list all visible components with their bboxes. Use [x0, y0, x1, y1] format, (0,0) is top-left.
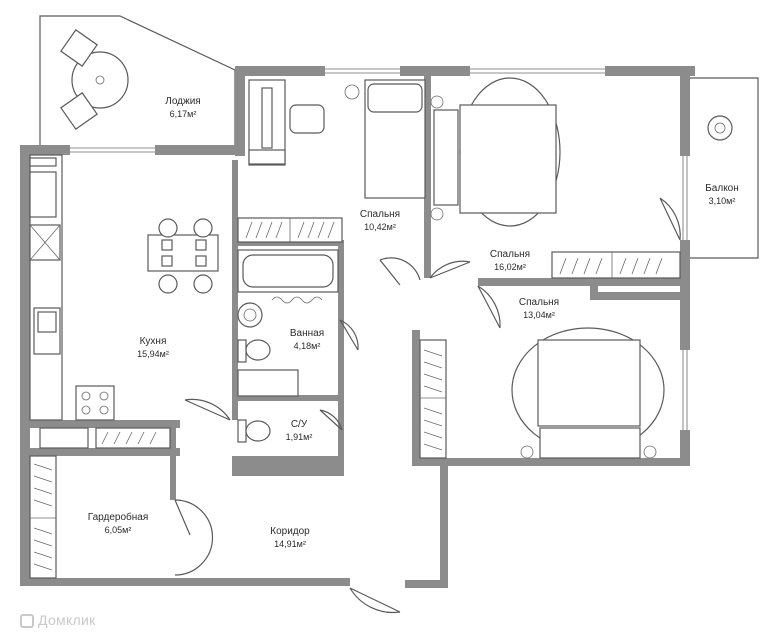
label-corridor: Коридор 14,91м²	[270, 526, 310, 549]
label-bedroom-master: Спальня 16,02м²	[490, 249, 530, 272]
label-kitchen: Кухня 15,94м²	[137, 336, 169, 359]
kitchen-counter	[29, 154, 115, 421]
svg-text:1,91м²: 1,91м²	[286, 432, 313, 442]
walls	[20, 66, 695, 588]
washing-machine	[237, 369, 299, 397]
domclick-logo-icon	[20, 614, 34, 628]
svg-text:16,02м²: 16,02м²	[494, 262, 526, 272]
third-bedroom-bed	[511, 327, 665, 459]
bathtub	[237, 249, 339, 304]
svg-text:Спальня: Спальня	[490, 249, 530, 260]
watermark-text: Домклик	[38, 612, 96, 628]
svg-text:13,04м²: 13,04м²	[523, 310, 555, 320]
label-balcony: Балкон 3,10м²	[705, 183, 739, 206]
svg-text:10,42м²: 10,42м²	[364, 222, 396, 232]
loggia-outline	[39, 15, 236, 145]
closet-small-bedroom	[237, 217, 343, 243]
svg-text:Лоджия: Лоджия	[165, 96, 200, 107]
label-bedroom-small: Спальня 10,42м²	[360, 209, 400, 232]
balcony-outline	[690, 77, 759, 259]
label-bathroom: Ванная 4,18м²	[290, 328, 324, 351]
svg-text:Балкон: Балкон	[705, 183, 739, 194]
closet-wardrobe	[29, 455, 57, 579]
svg-text:Коридор: Коридор	[270, 526, 310, 537]
loggia-table	[60, 29, 129, 130]
closet-master-bedroom	[551, 251, 681, 279]
small-bedroom-furniture	[248, 79, 426, 199]
label-wardrobe: Гардеробная 6,05м²	[88, 511, 149, 535]
svg-text:3,10м²: 3,10м²	[709, 196, 736, 206]
svg-text:Спальня: Спальня	[519, 297, 559, 308]
svg-text:Спальня: Спальня	[360, 209, 400, 220]
closet-third-bedroom	[419, 339, 447, 459]
svg-text:Кухня: Кухня	[140, 336, 167, 347]
wc-toilet	[237, 419, 271, 443]
doors	[174, 197, 681, 614]
closet-kitchen-hall	[39, 427, 171, 449]
svg-text:15,94м²: 15,94м²	[137, 349, 169, 359]
svg-text:Гардеробная: Гардеробная	[88, 511, 149, 523]
label-loggia: Лоджия 6,17м²	[165, 96, 200, 119]
svg-text:6,05м²: 6,05м²	[105, 525, 132, 535]
bathroom-sink	[237, 302, 263, 328]
svg-text:С/У: С/У	[291, 419, 308, 430]
bathroom-toilet	[237, 339, 271, 363]
svg-text:Ванная: Ванная	[290, 328, 324, 339]
label-bedroom-third: Спальня 13,04м²	[519, 297, 559, 320]
windows	[70, 68, 688, 430]
dining-table	[147, 218, 219, 294]
svg-text:6,17м²: 6,17м²	[170, 109, 197, 119]
svg-text:4,18м²: 4,18м²	[294, 341, 321, 351]
balcony-plant	[707, 115, 733, 141]
domclick-watermark: Домклик	[20, 612, 96, 628]
svg-text:14,91м²: 14,91м²	[274, 539, 306, 549]
label-wc: С/У 1,91м²	[286, 419, 313, 442]
master-bedroom-furniture	[430, 77, 561, 227]
